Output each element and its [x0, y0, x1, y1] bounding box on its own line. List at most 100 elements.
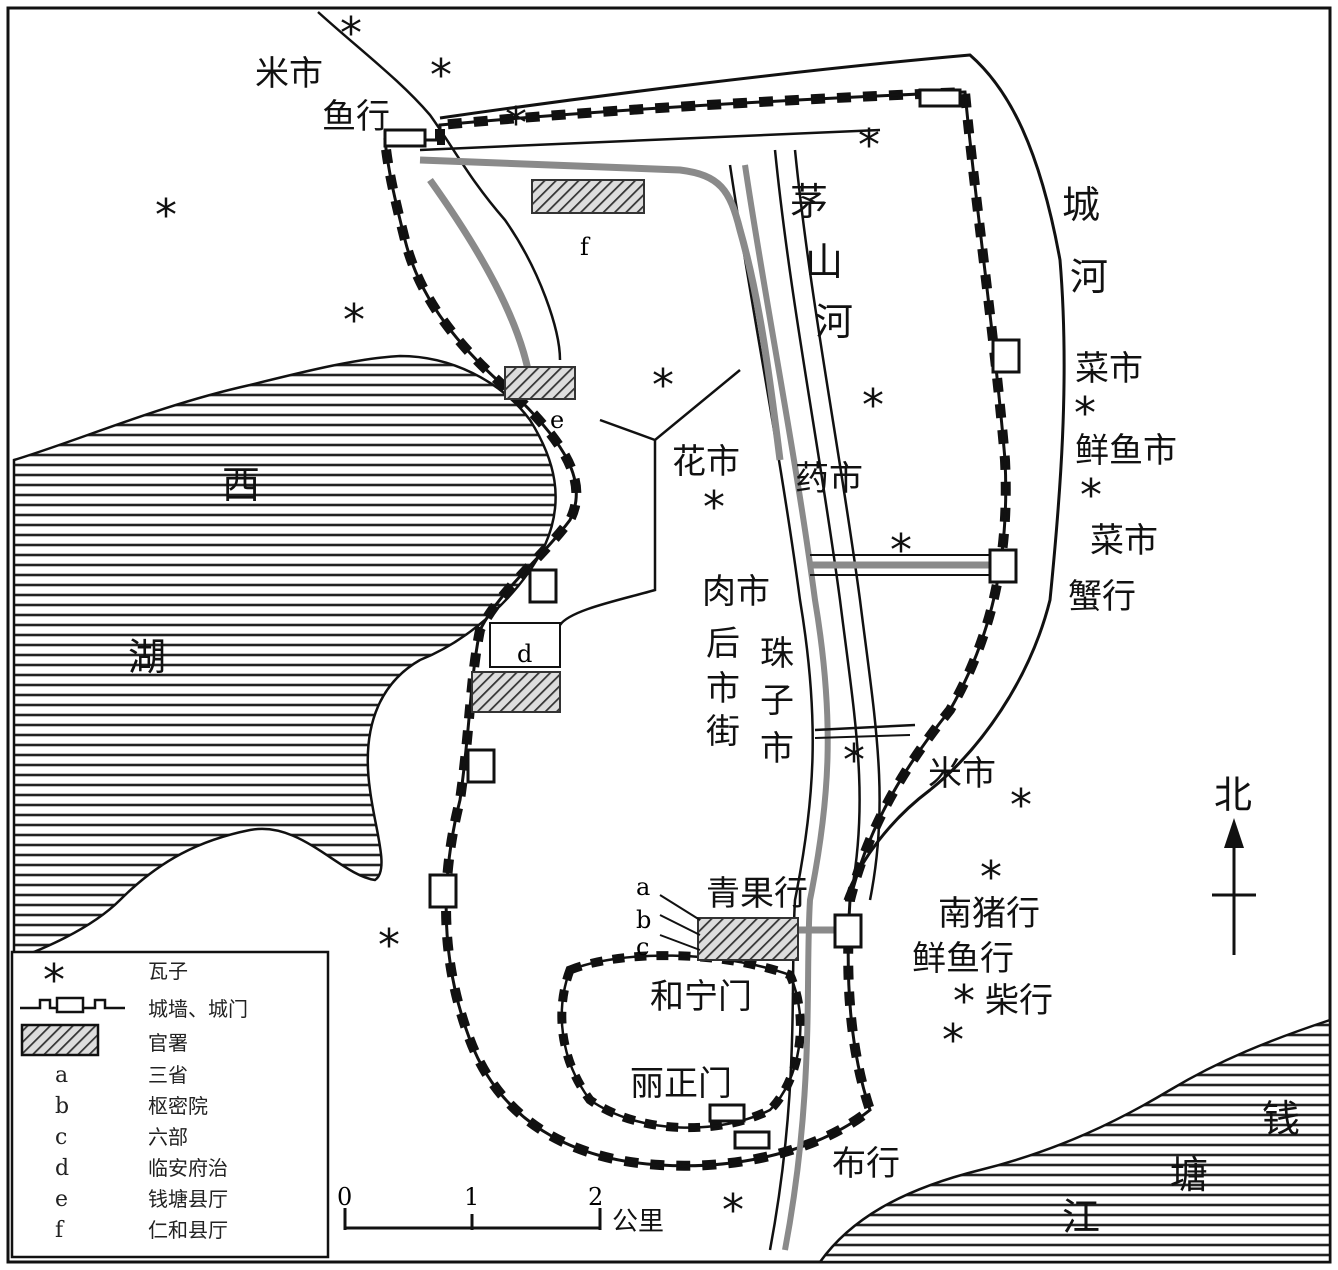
legend-label-f: 仁和县厅	[148, 1218, 228, 1242]
letter-b: b	[636, 906, 651, 934]
legend-key-b: b	[55, 1094, 69, 1119]
letter-e: e	[550, 406, 564, 434]
legend-label-c: 六部	[148, 1125, 188, 1149]
moat-label-1: 城	[1062, 183, 1100, 227]
hou-market-street-1: 后	[706, 624, 740, 664]
gate	[833, 913, 863, 949]
asterisk-icon: *	[430, 50, 452, 101]
legend-hatch-icon	[20, 1023, 100, 1057]
asterisk-icon: *	[722, 1185, 744, 1236]
northwest-river	[317, 11, 562, 361]
asterisk-icon: *	[843, 735, 865, 786]
city-moat	[439, 53, 1066, 901]
legend-key-a: a	[55, 1063, 68, 1088]
letter-a: a	[636, 873, 650, 901]
asterisk-icon: *	[703, 482, 725, 533]
asterisk-icon: *	[980, 852, 1002, 903]
asterisk-icon: *	[155, 190, 177, 241]
scale-tick-2: 2	[588, 1183, 603, 1211]
imperial-avenue	[728, 164, 814, 1251]
legend-key-d: d	[55, 1156, 69, 1181]
qiantang-river	[817, 1018, 1332, 1264]
cross-street-2	[814, 723, 916, 732]
pearl-market-2: 子	[760, 681, 794, 721]
west-lake-label-2: 湖	[128, 635, 166, 679]
fresh-fish-trade: 鲜鱼行	[912, 939, 1014, 979]
rice-market-nw: 米市	[255, 54, 323, 94]
asterisk-icon: *	[858, 120, 880, 171]
gate	[733, 1130, 771, 1150]
legend-label-office: 官署	[148, 1031, 188, 1055]
office-f	[531, 179, 645, 214]
herb-market: 药市	[795, 459, 863, 499]
scale-tick-0: 0	[337, 1183, 352, 1211]
legend-key-f: f	[55, 1218, 65, 1243]
north-arrow-icon	[1212, 818, 1256, 955]
legend: * a b c d e f 瓦子 城墙、城门 官署 三省 枢密院 六部 临安府治…	[10, 950, 330, 1259]
gate	[918, 88, 962, 108]
legend-label-wall: 城墙、城门	[148, 997, 248, 1021]
asterisk-icon: *	[953, 976, 975, 1027]
west-lake-label-1: 西	[222, 463, 260, 507]
gate	[708, 1103, 746, 1123]
asterisk-icon: *	[1010, 780, 1032, 831]
gate	[528, 568, 558, 604]
legend-label-b: 枢密院	[148, 1094, 208, 1118]
asterisk-icon: *	[340, 8, 362, 59]
letter-d: d	[517, 640, 532, 668]
maoshan-label-1: 茅	[790, 180, 828, 224]
qiantang-label-2: 塘	[1170, 1153, 1208, 1197]
scale-bar	[343, 1208, 602, 1230]
legend-label-wazi: 瓦子	[148, 959, 188, 983]
moat-label-2: 河	[1070, 255, 1108, 299]
gate	[383, 128, 427, 148]
gate	[991, 338, 1021, 374]
fish-trade-nw: 鱼行	[322, 97, 390, 137]
maoshan-label-3: 河	[815, 300, 853, 344]
qiantang-label-3: 江	[1062, 1195, 1100, 1239]
legend-key-e: e	[55, 1187, 68, 1212]
office-d	[471, 671, 561, 713]
asterisk-icon: *	[378, 920, 400, 971]
asterisk-icon: *	[890, 525, 912, 576]
asterisk-icon: *	[862, 380, 884, 431]
office-e	[504, 366, 576, 400]
legend-label-e: 钱塘县厅	[148, 1187, 228, 1211]
legend-key-c: c	[55, 1125, 67, 1150]
pearl-market-3: 市	[760, 729, 794, 769]
asterisk-icon: *	[1080, 470, 1102, 521]
fresh-fish-market: 鲜鱼市	[1075, 431, 1177, 471]
map-border	[6, 6, 1332, 1264]
north-label: 北	[1214, 773, 1252, 817]
qiantang-label-1: 钱	[1262, 1097, 1300, 1141]
rice-market-e: 米市	[928, 754, 996, 794]
legend-wall-icon	[20, 996, 125, 1014]
legend-asterisk-icon: *	[43, 955, 65, 1006]
flower-market: 花市	[672, 442, 740, 482]
letter-f: f	[580, 233, 591, 261]
maoshan-river-east	[773, 149, 861, 901]
veg-market-2: 菜市	[1090, 521, 1158, 561]
legend-label-d: 临安府治	[148, 1156, 228, 1180]
letter-c: c	[636, 933, 649, 961]
wazi-markers: * * * * * * * * * * * * * * * * * * *	[155, 8, 1102, 1236]
scale-unit: 公里	[612, 1207, 664, 1237]
lizhengmen-gate: 丽正门	[630, 1064, 732, 1104]
north-road	[419, 156, 784, 461]
asterisk-icon: *	[1074, 388, 1096, 439]
asterisk-icon: *	[343, 295, 365, 346]
firewood-trade: 柴行	[985, 981, 1053, 1021]
gate	[428, 873, 458, 909]
maoshan-label-2: 山	[805, 240, 843, 284]
hou-market-street-2: 市	[706, 669, 740, 709]
asterisk-icon: *	[652, 360, 674, 411]
fruit-trade: 青果行	[706, 874, 808, 914]
heningmen-gate: 和宁门	[650, 977, 752, 1017]
legend-label-a: 三省	[148, 1063, 188, 1087]
crab-trade: 蟹行	[1068, 577, 1136, 617]
hou-market-street-3: 街	[706, 712, 740, 752]
west-lake	[12, 354, 557, 962]
south-pig-trade: 南猪行	[938, 894, 1040, 934]
asterisk-icon: *	[505, 98, 527, 149]
